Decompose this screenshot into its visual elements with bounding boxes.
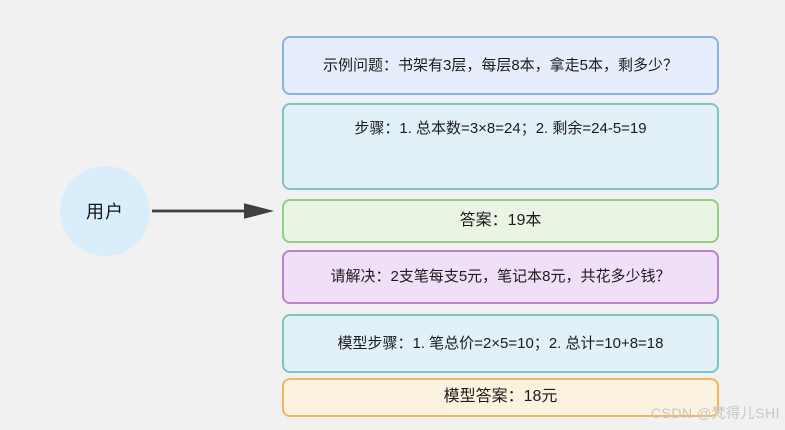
example-question-text: 示例问题：书架有3层，每层8本，拿走5本，剩多少？ xyxy=(322,56,679,74)
model-steps-text: 模型步骤：1. 笔总价=2×5=10；2. 总计=10+8=18 xyxy=(337,334,664,352)
new-question-box: 请解决：2支笔每支5元，笔记本8元，共花多少钱？ xyxy=(282,250,719,304)
example-question-box: 示例问题：书架有3层，每层8本，拿走5本，剩多少？ xyxy=(282,36,719,95)
arrow-right-icon xyxy=(152,203,274,219)
model-answer-text: 模型答案：18元 xyxy=(443,388,558,406)
example-steps-box: 步骤：1. 总本数=3×8=24；2. 剩余=24-5=19 xyxy=(282,103,719,190)
example-answer-box: 答案：19本 xyxy=(282,199,719,243)
new-question-text: 请解决：2支笔每支5元，笔记本8元，共花多少钱？ xyxy=(330,268,671,286)
example-answer-text: 答案：19本 xyxy=(459,211,542,229)
model-steps-box: 模型步骤：1. 笔总价=2×5=10；2. 总计=10+8=18 xyxy=(282,314,719,373)
model-answer-box: 模型答案：18元 xyxy=(282,378,719,417)
user-node-label: 用户 xyxy=(86,202,124,222)
user-node: 用户 xyxy=(60,166,150,256)
example-steps-text: 步骤：1. 总本数=3×8=24；2. 剩余=24-5=19 xyxy=(354,120,647,137)
watermark: CSDN @梵得儿SHI xyxy=(650,405,780,421)
